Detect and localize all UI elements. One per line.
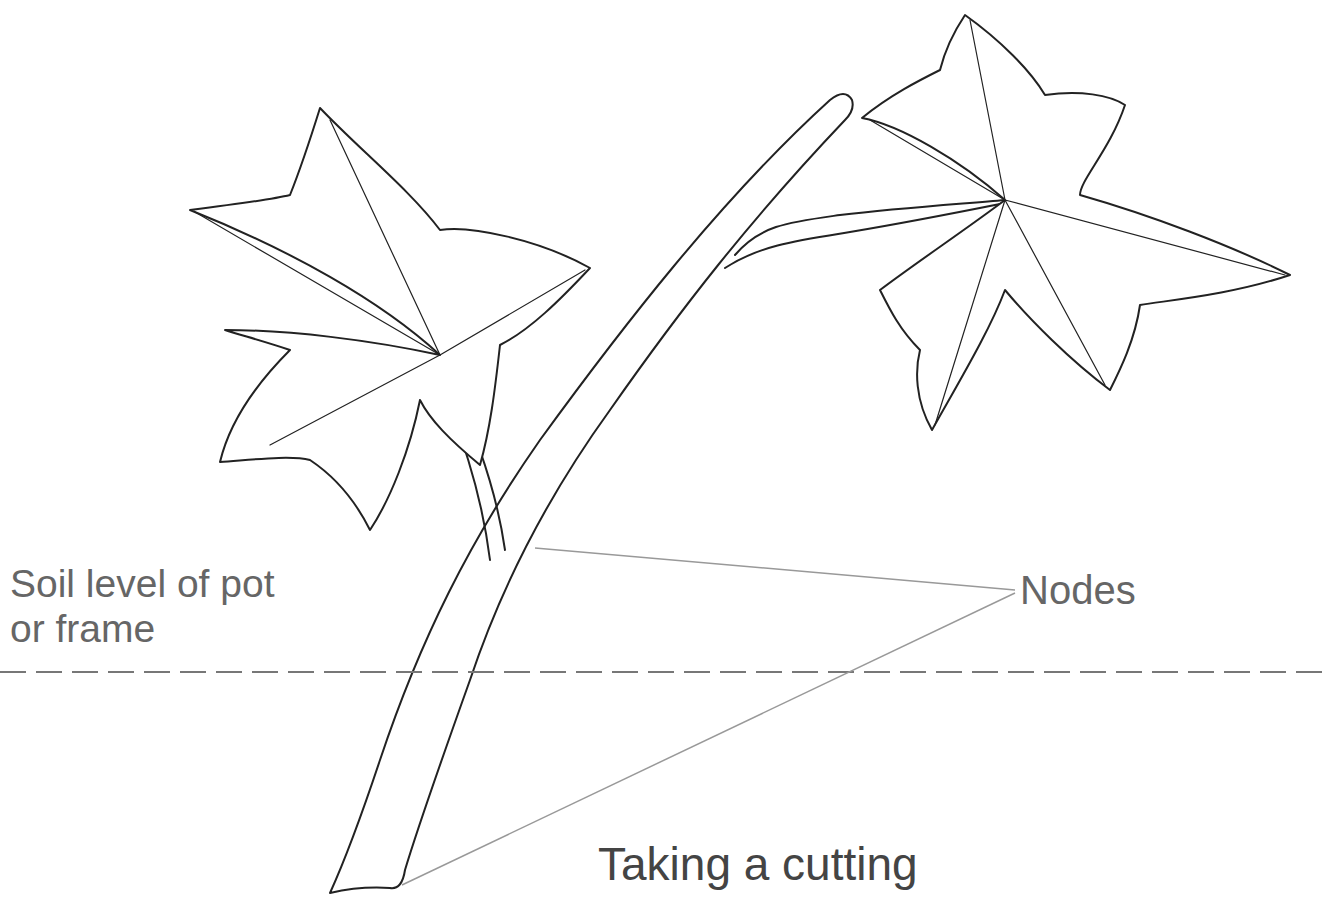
leaf-vein	[195, 120, 585, 445]
leader-line	[535, 548, 1015, 590]
ivy-leaf	[862, 15, 1290, 430]
nodes-label: Nodes	[1020, 567, 1240, 613]
caption: Taking a cutting	[598, 838, 1118, 891]
ivy-leaf	[190, 108, 590, 530]
soil-line	[0, 671, 1331, 673]
leaf-vein	[870, 20, 1285, 425]
soil-level-label: Soil level of pot or frame	[10, 562, 310, 652]
